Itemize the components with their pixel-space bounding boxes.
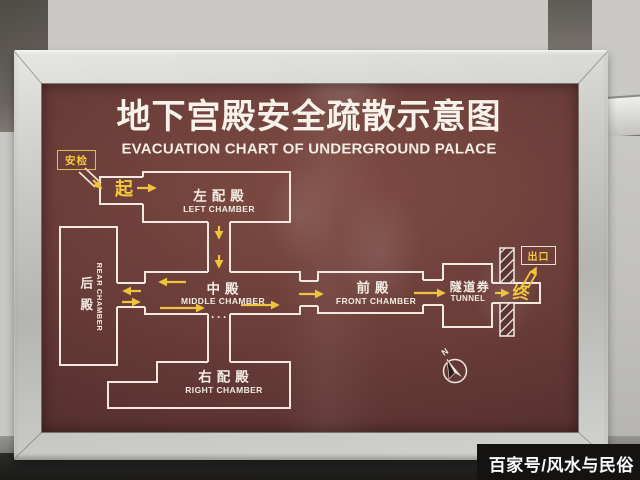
tunnel-label-en: TUNNEL <box>450 294 486 303</box>
rear-chamber-label-zh: 后殿 <box>78 276 93 320</box>
rear-chamber-label-en: REAR CHAMBER <box>94 262 104 332</box>
sign-board <box>42 84 578 432</box>
exit-label: 出口 <box>527 252 550 263</box>
end-label: 终 <box>512 283 530 303</box>
tunnel-label-zh: 隧道券 <box>449 280 491 294</box>
sign-subtitle: EVACUATION CHART OF UNDERGROUND PALACE <box>121 140 497 158</box>
wall-shadow-band <box>548 0 592 58</box>
exit-box: 出口 <box>521 246 556 265</box>
start-label: 起 <box>115 179 133 199</box>
security-check-label: 安检 <box>65 154 88 167</box>
left-chamber-label-en: LEFT CHAMBER <box>183 203 255 214</box>
sign-title: 地下宫殿安全疏散示意图 <box>116 98 502 136</box>
front-chamber-label-zh: 前殿 <box>356 280 394 296</box>
left-chamber-label-zh: 左配殿 <box>193 188 249 204</box>
middle-chamber-label-zh: 中殿 <box>206 281 244 297</box>
watermark: 百家号/风水与民俗 <box>488 456 634 475</box>
right-chamber-label-en: RIGHT CHAMBER <box>185 384 263 395</box>
middle-chamber-label-en: MIDDLE CHAMBER <box>181 295 265 306</box>
path-continues-dots: ··· <box>211 310 229 324</box>
security-check-box: 安检 <box>57 150 96 170</box>
front-chamber-label-en: FRONT CHAMBER <box>335 295 417 306</box>
right-chamber-label-zh: 右配殿 <box>198 369 254 385</box>
watermark-background <box>477 444 640 480</box>
